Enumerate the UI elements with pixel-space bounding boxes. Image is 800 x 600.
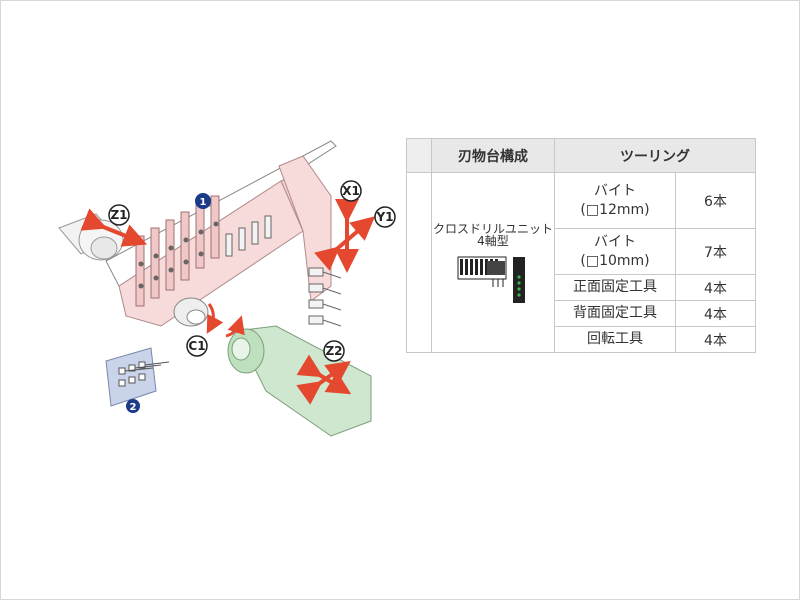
table-header-row: 刃物台構成 ツーリング [406, 138, 756, 173]
tooling-table: 刃物台構成 ツーリング クロスドリルユニット 4軸型 [406, 138, 756, 353]
axis-label-x1: X1 [340, 180, 362, 202]
blank-side-cell [406, 172, 432, 353]
table-row: 正面固定工具 4本 [407, 274, 756, 301]
tool-name: 正面固定工具 [573, 279, 657, 295]
front-tool-block [105, 347, 170, 407]
tool-count: 4本 [675, 274, 756, 301]
tool-name: 背面固定工具 [573, 305, 657, 321]
axis-label-z1: Z1 [108, 204, 130, 226]
unit-cell: クロスドリルユニット 4軸型 [431, 172, 555, 353]
tool-name: バイト [594, 233, 636, 250]
table-row: バイト (□10mm) 7本 [407, 228, 756, 275]
machine-diagram: Z1 X1 Y1 C1 Z2 1 [58, 140, 396, 437]
x1-label: X1 [342, 184, 360, 198]
tool-size: (□12mm) [580, 201, 650, 218]
tool-size: (□10mm) [580, 252, 650, 269]
tool-count: 4本 [675, 300, 756, 327]
axis-label-y1: Y1 [374, 206, 396, 228]
tool-name-cell: バイト (□12mm) [554, 172, 676, 229]
z1-label: Z1 [110, 208, 127, 222]
machine-illustration: Z1 X1 Y1 C1 Z2 1 [41, 136, 406, 466]
tool-count: 6本 [675, 172, 756, 229]
tool-name: バイト [594, 182, 636, 199]
header-blank-cell [406, 138, 432, 173]
tool-name-cell: 回転工具 [554, 326, 676, 353]
axis-label-c1: C1 [186, 335, 208, 357]
header-tooling: ツーリング [554, 138, 756, 173]
badge-2: 2 [126, 399, 140, 413]
unit-thumbnail-icon [457, 256, 525, 303]
c1-collet [173, 297, 224, 334]
tool-count: 4本 [675, 326, 756, 353]
tool-name-cell: 正面固定工具 [554, 274, 676, 301]
tool-name: 回転工具 [587, 331, 643, 347]
gang-tool-post [105, 140, 337, 327]
axis-arrows [80, 199, 376, 405]
c1-label: C1 [188, 339, 205, 353]
cross-drill-unit [308, 267, 342, 327]
table-row: 背面固定工具 4本 [407, 300, 756, 327]
z2-label: Z2 [325, 344, 342, 358]
axis-label-z2: Z2 [323, 340, 345, 362]
unit-axis-type: 4軸型 [477, 233, 509, 248]
badge-2-number: 2 [130, 402, 137, 413]
tool-name-cell: 背面固定工具 [554, 300, 676, 327]
y1-label: Y1 [375, 210, 393, 224]
header-turret-config: 刃物台構成 [431, 138, 555, 173]
badge-1-number: 1 [200, 197, 207, 208]
table-row: 回転工具 4本 [407, 326, 756, 353]
badge-1: 1 [195, 193, 211, 209]
tool-count: 7本 [675, 228, 756, 275]
tool-name-cell: バイト (□10mm) [554, 228, 676, 275]
sub-spindle [225, 315, 372, 437]
table-row: クロスドリルユニット 4軸型 [406, 172, 756, 353]
unit-name: クロスドリルユニット [432, 221, 553, 236]
